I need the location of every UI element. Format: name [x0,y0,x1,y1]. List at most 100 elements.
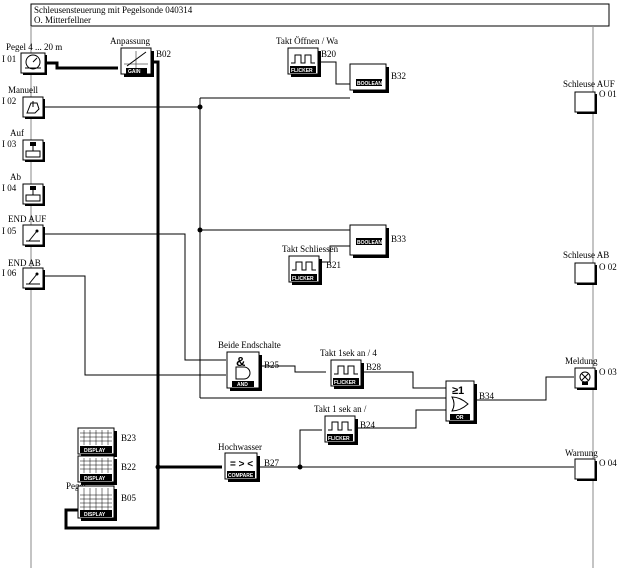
block-b20[interactable]: Takt Öffnen / Wa FLICKER B20 [276,36,338,77]
block-b25-label: Beide Endschalte [218,340,281,350]
pushbutton-icon [25,142,41,158]
wire-b27-b24 [299,429,322,467]
block-b28-label: Takt 1sek an / 4 [320,348,377,358]
input-i05-id: I 05 [2,226,17,236]
input-i05-label: END AUF [8,214,46,224]
block-b21-tag: FLICKER [292,276,314,282]
output-o01-label: Schleuse AUF [563,79,615,89]
block-b02-label: Anpassung [110,36,150,46]
input-i06-label: END AB [8,258,41,268]
input-i01-label: Pegel 4 ... 20 m [6,42,62,52]
output-o02-label: Schleuse AB [563,250,609,260]
block-b05-label: Pegel [66,481,86,491]
block-b21[interactable]: Takt Schliessen FLICKER B21 [282,244,341,285]
block-b21-label: Takt Schliessen [282,244,339,254]
output-o03-label: Meldung [565,356,598,366]
block-b28-tag: FLICKER [334,380,356,386]
output-o03-id: O 03 [599,367,617,377]
output-o01[interactable]: Schleuse AUF O 01 [563,79,617,114]
block-b34-symbol: ≥1 [452,385,464,397]
block-b27[interactable]: Hochwasser = > < COMPARE B27 [218,442,280,482]
block-b25[interactable]: Beide Endschalte & AND B25 [218,340,281,391]
block-b28[interactable]: Takt 1sek an / 4 FLICKER B28 [320,348,382,389]
input-i04-label: Ab [10,172,21,182]
block-b20-label: Takt Öffnen / Wa [276,36,338,46]
input-i02[interactable]: Manuell I 02 [2,85,45,119]
wire-b21-b33 [318,245,350,263]
block-b32[interactable]: BOOLEAN B32 [349,63,406,93]
block-b27-tag: COMPARE [228,473,254,479]
block-b20-id: B20 [321,49,337,59]
block-b20-tag: FLICKER [291,68,313,74]
block-b25-id: B25 [264,360,280,370]
hand-switch-icon [26,101,40,114]
output-o02[interactable]: Schleuse AB O 02 [563,250,617,285]
diagram-author: O. Mitterfellner [34,15,91,25]
wire-b25-b28 [259,365,326,373]
block-b02[interactable]: Anpassung GAIN B02 [110,36,171,77]
block-b02-id: B02 [156,49,171,59]
block-b23-tag: DISPLAY [84,448,106,454]
input-i03-label: Auf [10,128,24,138]
input-i05[interactable]: END AUF I 05 [2,214,46,247]
block-b27-label: Hochwasser [218,442,262,452]
input-i06[interactable]: END AB I 06 [2,258,45,290]
block-b24[interactable]: Takt 1 sek an / FLICKER B24 [314,404,376,445]
block-b33-id: B33 [391,234,407,244]
block-b22[interactable]: DISPLAY B22 [77,455,136,485]
block-b28-id: B28 [366,362,382,372]
block-b34[interactable]: ≥1 OR B34 [445,380,495,424]
input-i03[interactable]: Auf I 03 [2,128,45,162]
block-b22-tag: DISPLAY [84,476,106,482]
block-b25-symbol: & [236,354,245,369]
limit-switch-icon [26,229,40,242]
output-o04[interactable]: Warnung O 04 [565,448,617,481]
wire-i01-b02 [47,61,118,70]
block-b24-tag: FLICKER [328,436,350,442]
input-i01[interactable]: Pegel 4 ... 20 m I 01 [2,42,62,75]
wire-i05-b25 [45,233,226,361]
block-b32-id: B32 [391,71,406,81]
block-b21-id: B21 [326,260,341,270]
output-o04-id: O 04 [599,458,617,468]
block-b22-id: B22 [121,462,136,472]
block-b34-tag: OR [456,415,464,421]
diagram-title: Schleusensteuerung mit Pegelsonde 040314 [34,5,193,15]
input-i06-id: I 06 [2,268,17,278]
block-b27-symbol: = > < [230,459,253,470]
wire-b24-b34 [358,409,446,429]
block-b24-label: Takt 1 sek an / [314,404,367,414]
wire-i06-b25 [45,275,226,376]
wire-b20-b32 [318,61,350,85]
block-b27-id: B27 [264,458,280,468]
input-i02-id: I 02 [2,96,16,106]
block-b05[interactable]: Pegel DISPLAY B05 [66,481,137,521]
wire-b34-o03 [476,376,574,401]
input-i04[interactable]: Ab I 04 [2,172,45,206]
block-b05-tag: DISPLAY [84,512,106,518]
input-i01-id: I 01 [2,54,16,64]
output-o04-label: Warnung [565,448,598,458]
wire-b02-bus [64,60,160,530]
block-b33-tag: BOOLEAN [357,240,382,246]
block-b23-id: B23 [121,433,137,443]
block-b05-id: B05 [121,493,137,503]
wire-b28-b34 [364,371,446,389]
output-o01-id: O 01 [599,89,617,99]
block-b34-id: B34 [479,391,495,401]
block-b23[interactable]: DISPLAY B23 [77,427,137,457]
analog-gauge-icon [25,54,41,70]
pushbutton-icon [25,186,41,202]
block-b33[interactable]: BOOLEAN B33 [349,224,407,258]
output-o02-id: O 02 [599,262,617,272]
block-b25-tag: AND [237,382,248,388]
block-b32-tag: BOOLEAN [357,81,382,87]
output-o03[interactable]: Meldung O 03 [565,356,617,390]
input-i04-id: I 04 [2,183,17,193]
block-b02-tag: GAIN [128,69,141,75]
block-b24-id: B24 [360,420,376,430]
limit-switch-icon [26,272,40,285]
wires [45,60,574,530]
input-i02-label: Manuell [8,85,38,95]
